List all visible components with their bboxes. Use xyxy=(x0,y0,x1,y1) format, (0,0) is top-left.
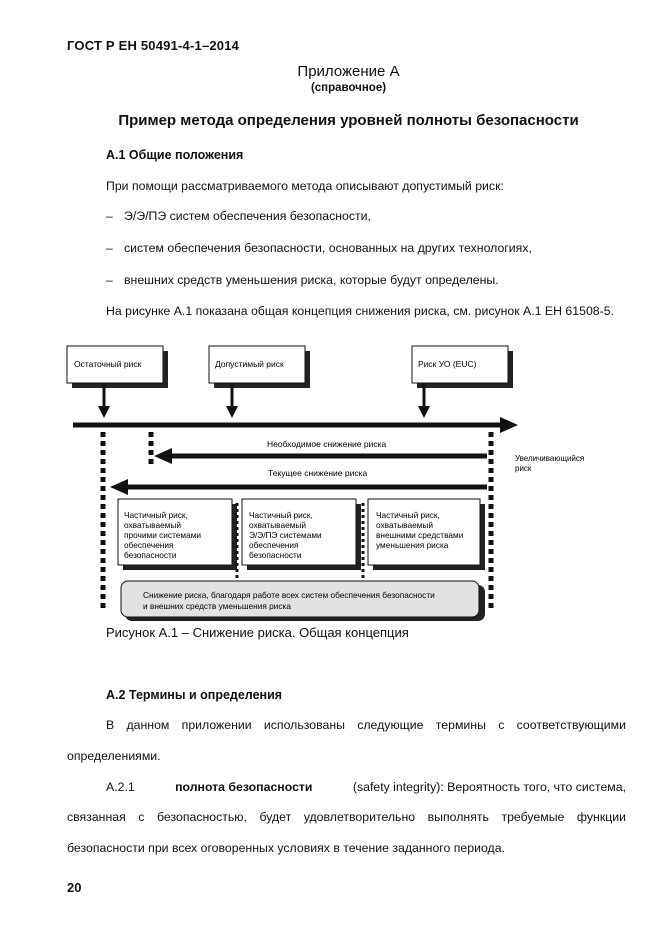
svg-text:внешними средствами: внешними средствами xyxy=(376,530,464,540)
term-definition-start: (safety integrity): Вероятность того, чт… xyxy=(352,780,626,794)
figure-reference: На рисунке А.1 показана общая концепция … xyxy=(106,304,614,318)
total-reduction-label: и внешних средств уменьшения риска xyxy=(143,601,291,611)
tolerable-risk-box: Допустимый риск xyxy=(208,345,310,388)
term-name: полнота безопасности xyxy=(175,780,313,794)
svg-text:безопасности: безопасности xyxy=(124,550,177,560)
left-arrow-icon xyxy=(110,479,128,495)
svg-text:охватываемый: охватываемый xyxy=(249,520,306,530)
residual-risk-label: Остаточный риск xyxy=(74,359,142,369)
svg-text:обеспечения: обеспечения xyxy=(124,540,174,550)
svg-text:Частичный риск,: Частичный риск, xyxy=(124,510,188,520)
actual-reduction-label: Текущее снижение риска xyxy=(268,468,367,478)
svg-text:Частичный риск,: Частичный риск, xyxy=(376,510,440,520)
term-definition-line: А.2.1 полнота безопасности (safety integ… xyxy=(106,780,626,794)
figure-caption: Рисунок А.1 – Снижение риска. Общая конц… xyxy=(106,625,409,640)
left-arrow-icon xyxy=(154,448,172,464)
svg-text:охватываемый: охватываемый xyxy=(376,520,433,530)
bullet-item: –Э/Э/ПЭ систем обеспечения безопасности, xyxy=(106,209,371,223)
svg-text:уменьшения риска: уменьшения риска xyxy=(376,540,449,550)
svg-text:прочими системами: прочими системами xyxy=(124,530,201,540)
euc-risk-label: Риск УО (EUC) xyxy=(418,359,477,369)
section-heading-a1: А.1 Общие положения xyxy=(106,148,244,162)
term-definition-line: связанная с безопасностью, будет удовлет… xyxy=(67,810,626,824)
bullet-text: внешних средств уменьшения риска, которы… xyxy=(124,273,499,287)
svg-text:обеспечения: обеспечения xyxy=(249,540,299,550)
increasing-risk-label: Увеличивающийся xyxy=(515,454,584,463)
euc-risk-box: Риск УО (EUC) xyxy=(411,345,513,388)
bullet-item: –внешних средств уменьшения риска, котор… xyxy=(106,273,499,287)
page-number: 20 xyxy=(67,880,82,895)
increasing-risk-label: риск xyxy=(515,464,532,473)
svg-text:охватываемый: охватываемый xyxy=(124,520,181,530)
tolerable-risk-label: Допустимый риск xyxy=(215,359,284,369)
term-definition-line: безопасности при всех оговоренных услови… xyxy=(67,841,505,855)
necessary-reduction-label: Необходимое снижение риска xyxy=(267,439,387,449)
right-arrow-icon xyxy=(500,417,518,433)
section-heading-a2: А.2 Термины и определения xyxy=(106,688,283,702)
section-intro: При помощи рассматриваемого метода описы… xyxy=(106,179,504,193)
down-arrow-icon xyxy=(226,406,238,418)
svg-text:безопасности: безопасности xyxy=(249,550,302,560)
svg-text:Э/Э/ПЭ системами: Э/Э/ПЭ системами xyxy=(249,530,322,540)
bullet-text: Э/Э/ПЭ систем обеспечения безопасности, xyxy=(124,209,371,223)
risk-reduction-figure: Остаточный риск Допустимый риск Риск УО … xyxy=(66,345,584,621)
total-reduction-box: Снижение риска, благодаря работе всех си… xyxy=(120,580,485,621)
bullet-text: систем обеспечения безопасности, основан… xyxy=(124,241,532,255)
down-arrow-icon xyxy=(418,406,430,418)
partial-risk-box-other-systems: Частичный риск, охватываемый прочими сис… xyxy=(117,498,237,570)
appendix-title: Приложение А xyxy=(297,63,400,80)
svg-text:Частичный риск,: Частичный риск, xyxy=(249,510,313,520)
total-reduction-label: Снижение риска, благодаря работе всех си… xyxy=(143,590,435,600)
main-title: Пример метода определения уровней полнот… xyxy=(118,112,579,129)
terms-intro-line: В данном приложении использованы следующ… xyxy=(106,718,626,732)
term-number: А.2.1 xyxy=(106,780,135,794)
down-arrow-icon xyxy=(98,406,110,418)
appendix-subtitle: (справочное) xyxy=(310,82,387,94)
document-header: ГОСТ Р ЕН 50491-4-1–2014 xyxy=(67,38,240,53)
residual-risk-box: Остаточный риск xyxy=(66,345,168,388)
bullet-item: –систем обеспечения безопасности, основа… xyxy=(106,241,532,255)
partial-risk-box-external-measures: Частичный риск, охватываемый внешними ср… xyxy=(367,498,485,570)
terms-intro-line: определениями. xyxy=(67,749,161,763)
partial-risk-box-eepe-systems: Частичный риск, охватываемый Э/Э/ПЭ сист… xyxy=(241,498,361,570)
